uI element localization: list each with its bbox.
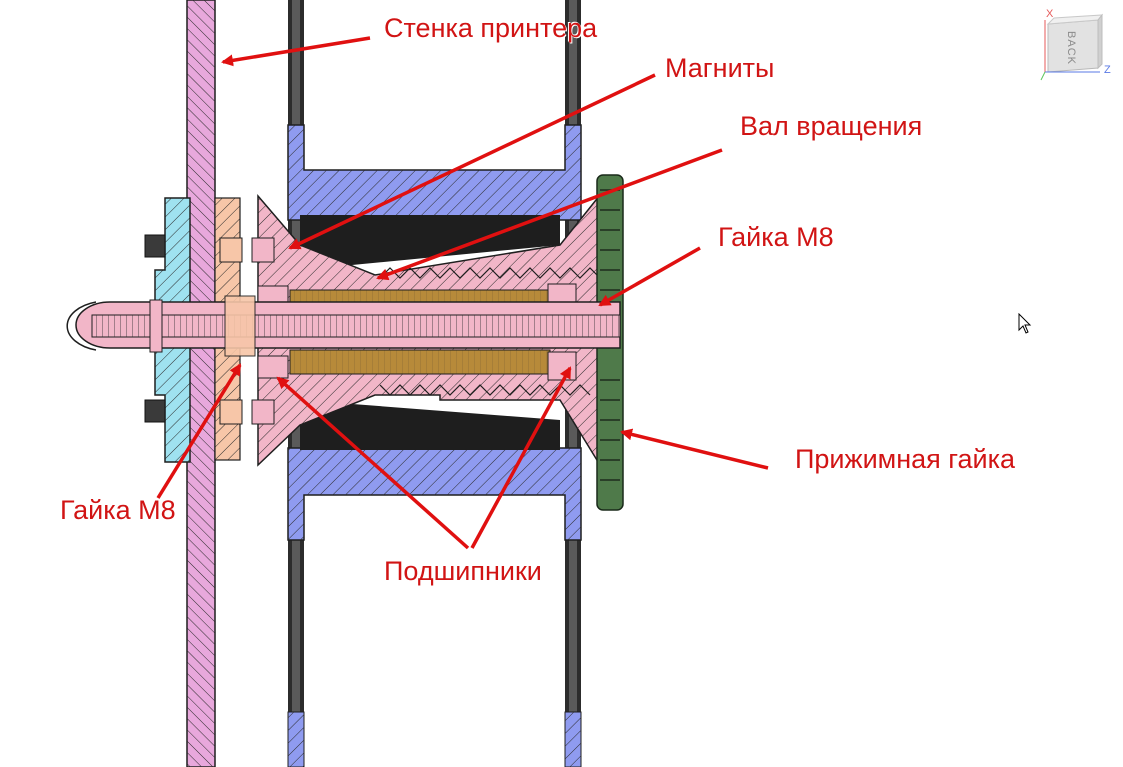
view-cube-axis-x: X [1046, 8, 1054, 20]
label-clamp-nut: Прижимная гайка [795, 444, 1016, 474]
arrow-magnets [288, 73, 656, 250]
label-bearings: Подшипники [384, 556, 542, 586]
bracket-bolts [144, 234, 166, 423]
view-cube-axis-z: Z [1104, 64, 1111, 76]
view-cube[interactable]: BACK X Z [1040, 8, 1115, 85]
arrow-nut-m8-right [598, 246, 701, 307]
label-magnets: Магниты [665, 53, 775, 83]
arrow-printer-wall [221, 36, 371, 67]
mouse-cursor-icon [1018, 313, 1032, 334]
arrow-bearings-right [470, 366, 572, 549]
label-nut-m8-left: Гайка М8 [60, 495, 176, 525]
printer-wall [186, 0, 216, 767]
arrow-nut-m8-left [156, 363, 242, 499]
arrow-bearings-left [276, 376, 470, 550]
spool-hub-section [287, 124, 582, 767]
view-cube-face-label[interactable]: BACK [1064, 31, 1077, 65]
label-printer-wall: Стенка принтера [384, 13, 598, 43]
arrow-clamp-nut [620, 428, 769, 470]
label-rotation-shaft: Вал вращения [740, 111, 923, 141]
callout-arrows [156, 36, 769, 550]
threaded-rod [66, 295, 621, 357]
arrow-rotation-shaft [376, 148, 723, 281]
label-nut-m8-right: Гайка М8 [718, 222, 834, 252]
